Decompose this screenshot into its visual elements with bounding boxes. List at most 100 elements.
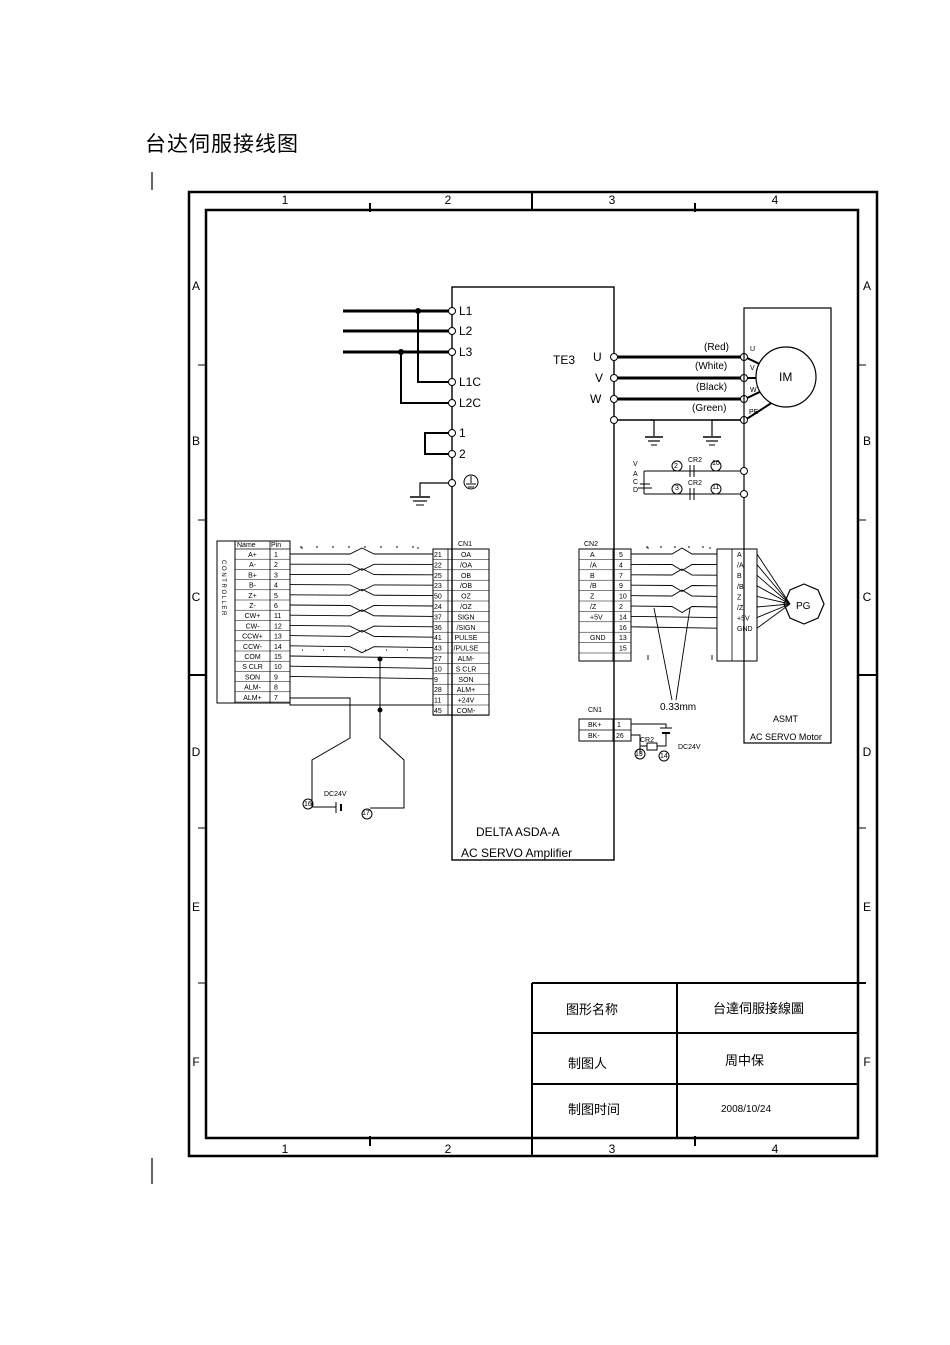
cn2-pin: 13 [619, 635, 627, 642]
signal-wire [289, 568, 434, 576]
svg-text:3: 3 [675, 485, 679, 492]
svg-text:U: U [750, 346, 755, 353]
controller-signal-name: ALM+ [243, 695, 261, 702]
cable-note-label: 0.33mm [660, 702, 696, 713]
svg-text:CN1: CN1 [588, 707, 602, 714]
svg-text:C: C [192, 590, 201, 604]
svg-text:13: 13 [635, 751, 643, 758]
svg-text:Pin: Pin [271, 542, 281, 549]
svg-text:(Green): (Green) [692, 403, 726, 414]
cn1-pin: 25 [434, 573, 442, 580]
svg-text:V: V [595, 371, 603, 385]
svg-text:3: 3 [609, 193, 616, 207]
cn1-signal: +24V [458, 698, 475, 705]
cn1-pin: 24 [434, 604, 442, 611]
svg-text:TE3: TE3 [553, 353, 575, 367]
amplifier-name-1: DELTA ASDA-A [476, 825, 560, 839]
controller-signal-name: CW- [246, 623, 261, 630]
motor-encoder-signal: B [737, 573, 742, 580]
cn2-signal: /B [590, 583, 597, 590]
cn2-pin: 16 [619, 625, 627, 632]
svg-text:1: 1 [459, 426, 466, 440]
cn1-pin: 22 [434, 562, 442, 569]
power-terminals [448, 307, 456, 487]
cn2-pin: 10 [619, 594, 627, 601]
svg-text:V: V [750, 365, 755, 372]
cn1-signal: SIGN [457, 614, 474, 621]
cn2-signal: B [590, 573, 595, 580]
cn1-pin: 23 [434, 583, 442, 590]
encoder-wire [630, 626, 718, 629]
controller-rows: A+1A-2B+3B-4Z+5Z-6CW+11CW-12CCW+13CCW-14… [235, 552, 290, 703]
controller-signal-name: ALM- [244, 685, 261, 692]
cn1-signal: /PULSE [454, 646, 479, 653]
shield-dashes [647, 655, 713, 660]
signal-wire [289, 604, 434, 613]
svg-text:D: D [863, 745, 872, 759]
svg-text:1: 1 [282, 193, 289, 207]
svg-text:V: V [633, 461, 638, 468]
signal-wire [289, 629, 434, 638]
controller-pin: 8 [274, 685, 278, 692]
document-title: 台达伺服接线图 [145, 132, 299, 156]
cn2-signal: /A [590, 562, 597, 569]
svg-text:4: 4 [772, 193, 779, 207]
cn2-signal: /Z [590, 604, 597, 611]
signal-wire [289, 645, 434, 654]
svg-text:W: W [750, 387, 757, 394]
output-labels: TE3 U V W (Red) (White) (Black) (Green) [553, 342, 729, 414]
svg-text:BK+: BK+ [588, 722, 601, 729]
encoder-wire [630, 584, 718, 593]
cn1-signal: OB [461, 573, 471, 580]
controller-signal-name: A- [249, 562, 257, 569]
title-block-label-date: 制图时间 [568, 1103, 620, 1118]
encoder-motor-wire [756, 585, 791, 605]
svg-text:DC24V: DC24V [678, 744, 701, 751]
title-block: 图形名称 台達伺服接線圖 制图人 周中保 制图时间 2008/10/24 [531, 982, 866, 1138]
svg-text:C: C [863, 590, 872, 604]
svg-text:U: U [593, 350, 602, 364]
svg-text:F: F [863, 1055, 870, 1069]
svg-text:CN2: CN2 [584, 541, 598, 548]
shield-dashes [646, 546, 712, 553]
controller-signal-name: B- [249, 583, 257, 590]
signal-wire [289, 588, 434, 597]
svg-text:L3: L3 [459, 345, 473, 359]
controller-signal-name: COM [244, 654, 261, 661]
controller-signal-name: B+ [248, 572, 257, 579]
svg-text:PG: PG [796, 601, 811, 612]
svg-text:DC24V: DC24V [324, 791, 347, 798]
controller-pin: 2 [274, 562, 278, 569]
cable-note [653, 607, 691, 701]
signal-wire [289, 665, 434, 669]
controller-pin: 15 [274, 654, 282, 661]
svg-text:1: 1 [617, 722, 621, 729]
cn2-signal: Z [590, 594, 595, 601]
encoder-motor-wire [756, 595, 791, 605]
cn1-wiring [289, 546, 434, 680]
cn2-signal: GND [590, 635, 606, 642]
svg-text:E: E [192, 900, 200, 914]
controller-pin: 3 [274, 572, 278, 579]
controller-table: C O N T R O L L E R Name Pin A+1A-2B+3B-… [216, 540, 291, 704]
svg-text:A: A [192, 279, 200, 293]
brake-relay-labels: V A C D CR2 CR2 2 10 3 11 [633, 457, 720, 494]
svg-text:L2: L2 [459, 324, 473, 338]
brake-relay [638, 460, 748, 500]
cn2-signal: +5V [590, 614, 603, 621]
cn1-pin: 9 [434, 677, 438, 684]
svg-text:IM: IM [779, 370, 792, 384]
signal-wire [290, 547, 433, 555]
svg-text:17: 17 [362, 810, 370, 817]
shield-dashes [300, 546, 422, 553]
svg-text:10: 10 [712, 460, 720, 467]
svg-text:(White): (White) [695, 361, 727, 372]
svg-text:1: 1 [282, 1142, 289, 1156]
cn2-signal: A [590, 552, 595, 559]
controller-signal-name: Z+ [248, 593, 256, 600]
encoder-motor-wire [756, 553, 791, 605]
cn2-wiring [630, 546, 791, 660]
cn2-pin: 2 [619, 604, 623, 611]
svg-text:L2C: L2C [459, 396, 481, 410]
